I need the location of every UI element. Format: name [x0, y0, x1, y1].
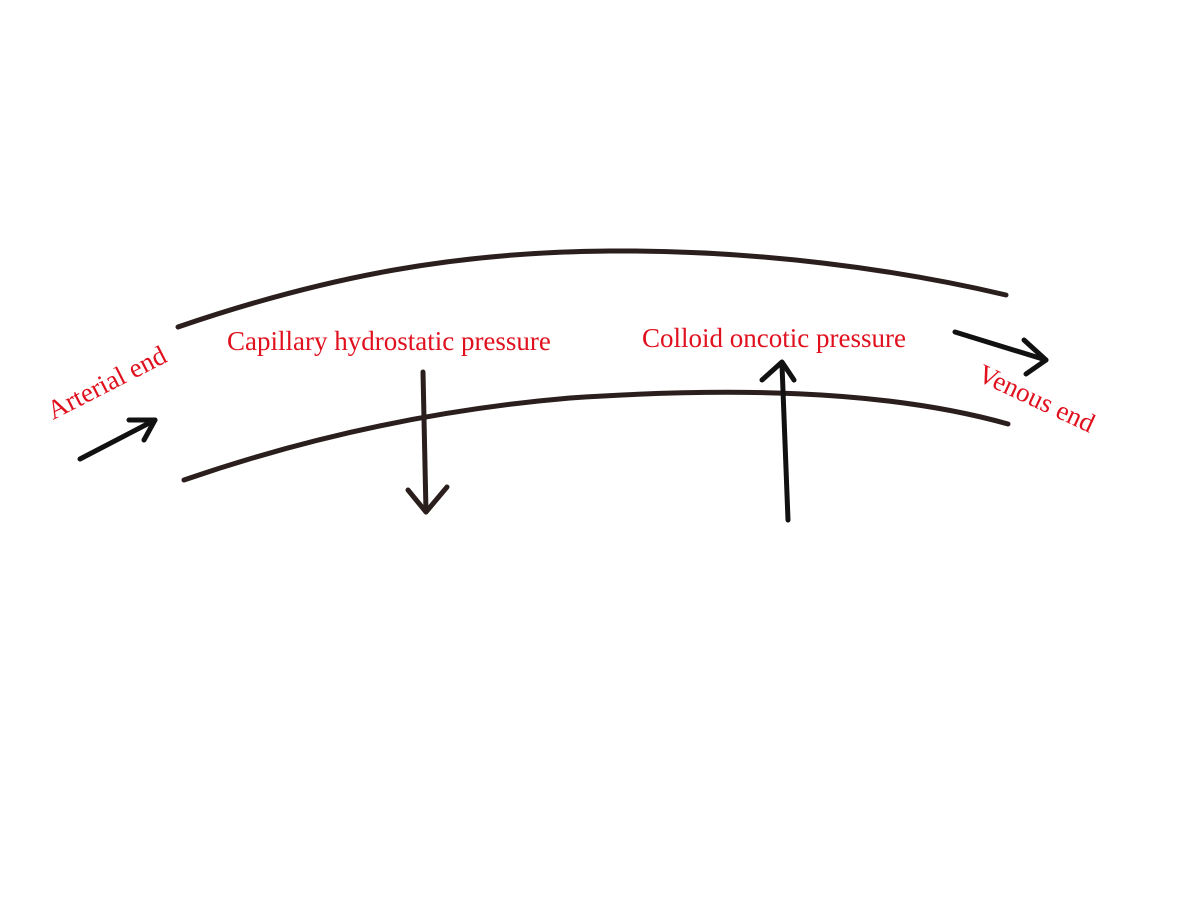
hydrostatic-pressure-arrow: [405, 369, 450, 515]
capillary-lower-wall: [181, 389, 1011, 483]
oncotic-pressure-arrow: [759, 359, 797, 523]
arterial-flow-arrow: [77, 417, 158, 462]
capillary-upper-wall: [175, 248, 1009, 330]
venous-flow-arrow: [952, 329, 1049, 377]
colloid-oncotic-pressure-label: Colloid oncotic pressure: [642, 323, 906, 353]
capillary-hydrostatic-pressure-label: Capillary hydrostatic pressure: [227, 326, 551, 356]
